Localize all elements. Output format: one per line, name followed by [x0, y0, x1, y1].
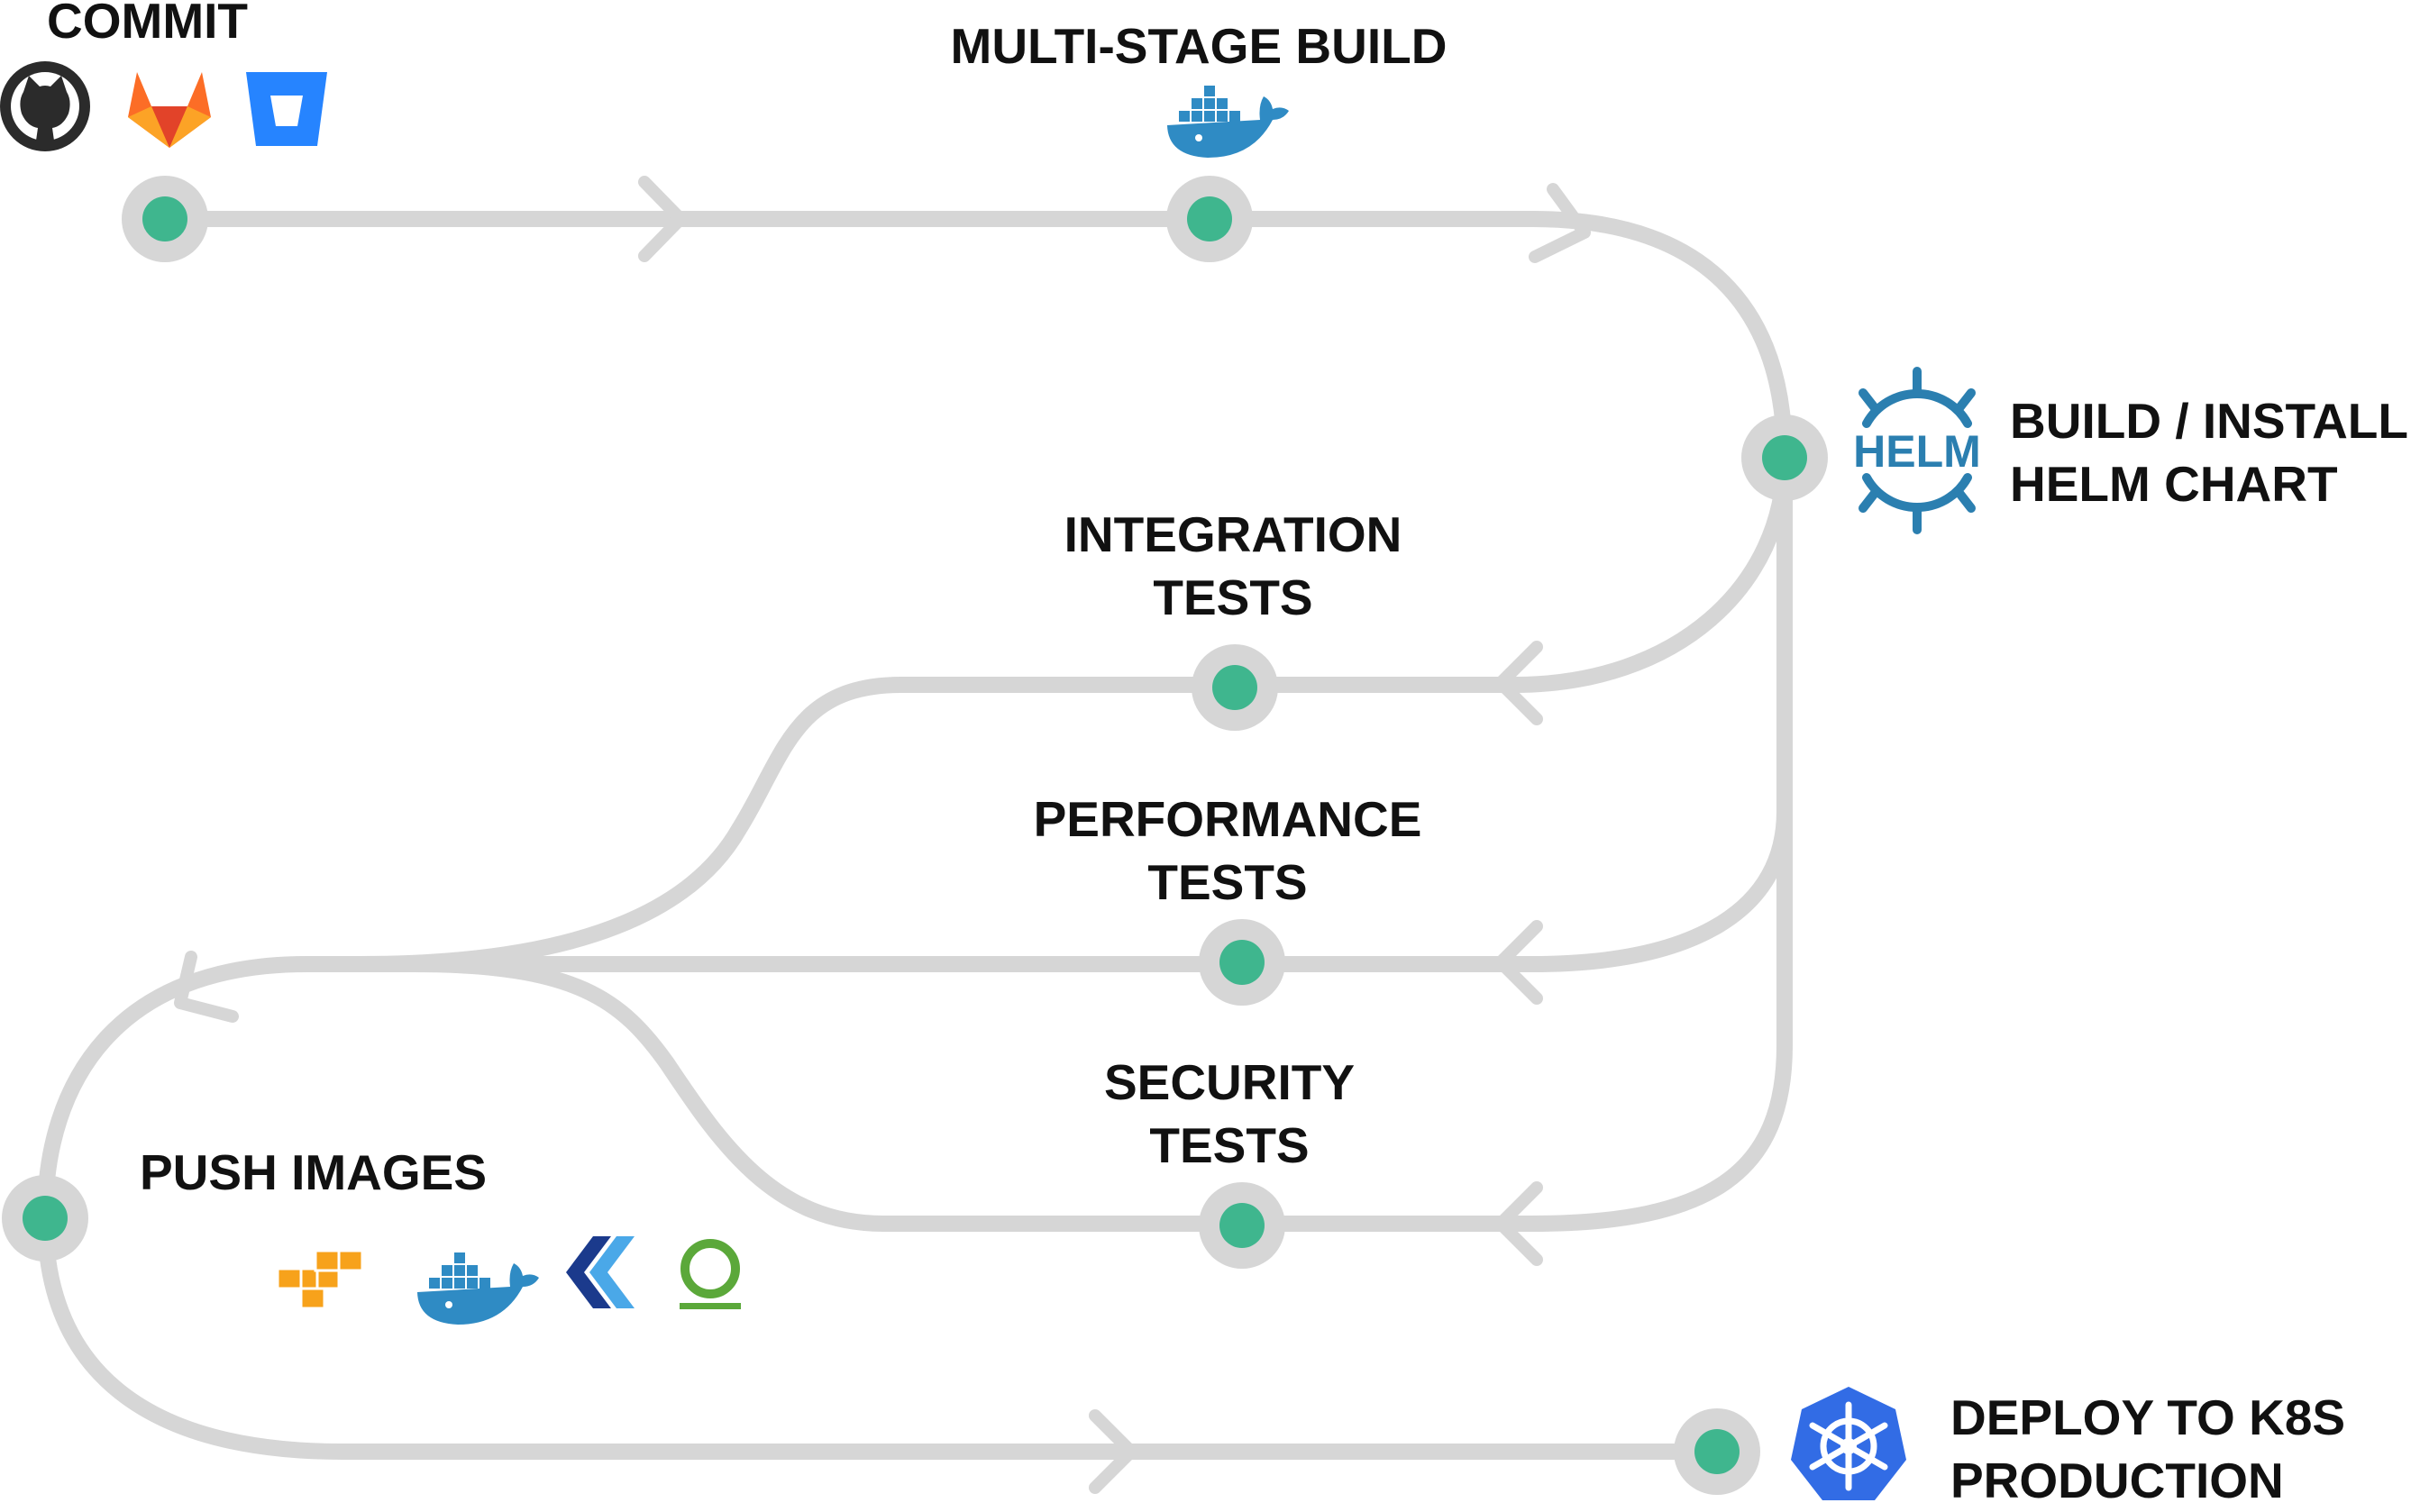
arrow-right-icon: [1089, 1409, 1137, 1494]
label-commit-line-1: COMMIT: [47, 0, 249, 49]
kubernetes-registry-icon: [566, 1236, 635, 1308]
label-security-line-1: SECURITY: [1103, 1054, 1356, 1110]
label-integration-line-2: TESTS: [1153, 569, 1313, 625]
docker-icon: [1167, 86, 1289, 158]
gitlab-icon: [128, 72, 211, 148]
pipeline-nodes: [2, 176, 1828, 1495]
node-performance: [1199, 919, 1285, 1006]
node-push: [2, 1175, 88, 1262]
label-helm-line-1: BUILD / INSTALL: [2010, 393, 2408, 449]
label-deploy: DEPLOY TO K8S PRODUCTION: [1950, 1386, 2345, 1512]
direction-arrows: [174, 176, 1591, 1494]
track-push-to-deploy: [36, 956, 1725, 1460]
label-security-line-2: TESTS: [1149, 1117, 1310, 1173]
label-performance-line-2: TESTS: [1147, 854, 1308, 910]
label-deploy-line-1: DEPLOY TO K8S: [1950, 1389, 2346, 1445]
track-helm-to-integration: [352, 450, 1793, 972]
label-integration-tests: INTEGRATION TESTS: [1064, 503, 1402, 629]
label-performance-tests: PERFORMANCE TESTS: [1034, 788, 1422, 914]
label-multi-stage-build: MULTI-STAGE BUILD: [951, 14, 1448, 77]
node-integration: [1192, 644, 1278, 731]
node-helm: [1741, 414, 1828, 501]
arrow-left-icon: [174, 951, 239, 1023]
label-helm: BUILD / INSTALL HELM CHART: [2010, 389, 2408, 515]
helm-logo-text: HELM: [1853, 426, 1981, 477]
arrow-right-icon: [1529, 183, 1591, 263]
arrow-left-icon: [1494, 641, 1543, 725]
green-ring-registry-icon: [680, 1239, 741, 1309]
label-commit: COMMIT: [47, 0, 248, 52]
track-helm-to-security: [406, 450, 1793, 1232]
bitbucket-icon: [246, 72, 327, 146]
label-security-tests: SECURITY TESTS: [1104, 1051, 1355, 1177]
arrow-left-icon: [1494, 920, 1543, 1005]
node-deploy: [1674, 1408, 1760, 1495]
kubernetes-icon: [1791, 1387, 1906, 1500]
arrow-left-icon: [1494, 1181, 1543, 1266]
aws-ecr-icon: [276, 1249, 364, 1310]
label-integration-line-1: INTEGRATION: [1064, 506, 1402, 562]
label-performance-line-1: PERFORMANCE: [1033, 791, 1422, 847]
docker-icon: [417, 1252, 539, 1325]
pipeline-track: [36, 211, 1793, 1460]
label-deploy-line-2: PRODUCTION: [1950, 1453, 2284, 1508]
node-commit: [122, 176, 208, 262]
label-helm-line-2: HELM CHART: [2010, 456, 2338, 512]
node-security: [1199, 1182, 1285, 1269]
helm-icon: HELM: [1853, 367, 1981, 534]
label-push-images: PUSH IMAGES: [140, 1141, 487, 1204]
github-icon: [0, 61, 90, 151]
label-push-line-1: PUSH IMAGES: [140, 1144, 488, 1200]
label-build-line-1: MULTI-STAGE BUILD: [950, 18, 1448, 74]
arrow-right-icon: [638, 176, 687, 262]
node-build: [1166, 176, 1253, 262]
